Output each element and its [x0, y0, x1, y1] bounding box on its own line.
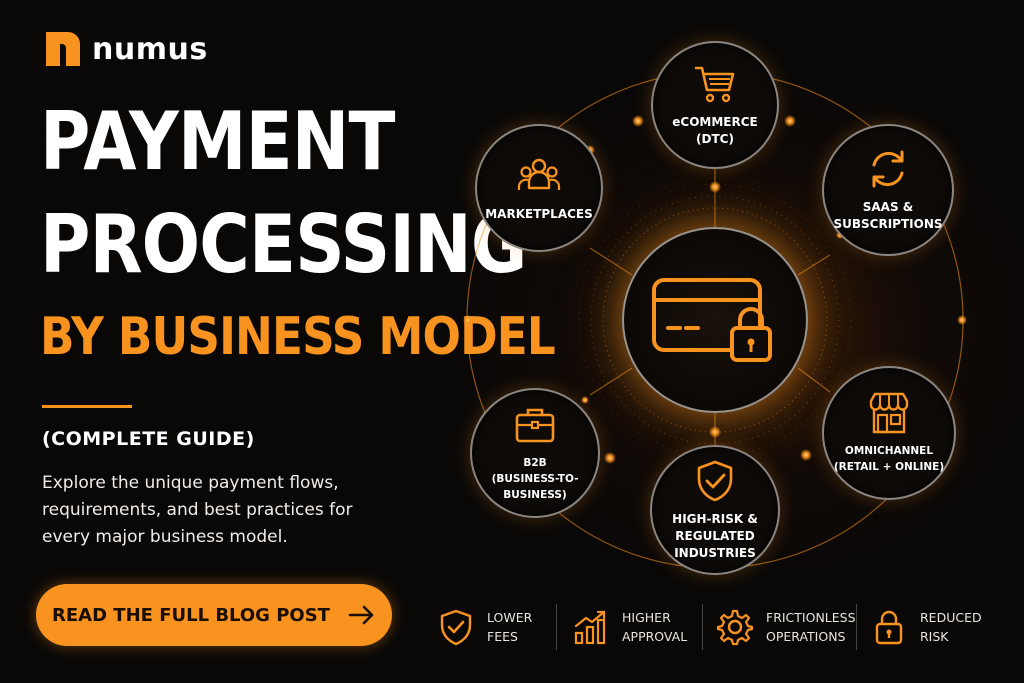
accent-divider: [42, 405, 132, 408]
shield-check-icon: [440, 609, 472, 646]
subtitle: (COMPLETE GUIDE): [42, 428, 255, 450]
model-label: SAAS & SUBSCRIPTIONS: [833, 200, 943, 231]
arrow-right-icon: [348, 605, 374, 625]
credit-card-lock-icon: [652, 278, 772, 362]
headline-line-3: BY BUSINESS MODEL: [40, 307, 556, 367]
read-blog-post-button[interactable]: READ THE FULL BLOG POST: [36, 584, 392, 646]
model-high-risk[interactable]: HIGH-RISK & REGULATED INDUSTRIES: [650, 445, 780, 575]
center-payment-node: [622, 227, 808, 413]
shopping-cart-icon: [694, 66, 735, 103]
model-b2b[interactable]: B2B (BUSINESS-TO- BUSINESS): [470, 388, 600, 518]
padlock-icon: [875, 610, 903, 645]
bar-chart-growth-icon: [574, 610, 606, 645]
brand-name: numus: [92, 31, 208, 67]
benefit-reduced-risk: REDUCED RISK: [870, 600, 982, 654]
model-label: MARKETPLACES: [485, 206, 593, 221]
shield-check-icon: [697, 460, 733, 501]
headline-line-2: PROCESSING: [40, 198, 527, 291]
benefit-divider: [702, 604, 703, 650]
description: Explore the unique payment flows, requir…: [42, 473, 353, 547]
benefit-divider: [556, 604, 557, 650]
model-ecommerce[interactable]: eCOMMERCE (DTC): [651, 41, 779, 169]
people-group-icon: [517, 158, 561, 190]
model-label: B2B (BUSINESS-TO- BUSINESS): [491, 457, 579, 501]
gear-icon: [716, 609, 754, 646]
benefit-label: FRICTIONLESS OPERATIONS: [766, 610, 856, 644]
model-saas[interactable]: SAAS & SUBSCRIPTIONS: [822, 124, 954, 256]
refresh-arrows-icon: [872, 150, 904, 188]
numus-logo-icon: [46, 32, 80, 66]
benefit-label: HIGHER APPROVAL: [622, 610, 688, 644]
model-label: eCOMMERCE (DTC): [672, 115, 758, 146]
model-label: HIGH-RISK & REGULATED INDUSTRIES: [672, 511, 758, 560]
briefcase-icon: [515, 408, 555, 443]
benefit-label: LOWER FEES: [487, 610, 533, 644]
cta-label: READ THE FULL BLOG POST: [52, 604, 330, 626]
storefront-icon: [869, 392, 909, 434]
model-omnichannel[interactable]: OMNICHANNEL (RETAIL + ONLINE): [822, 366, 956, 500]
benefit-label: REDUCED RISK: [920, 610, 982, 644]
brand-logo[interactable]: numus: [44, 30, 208, 68]
model-label: OMNICHANNEL (RETAIL + ONLINE): [833, 445, 945, 473]
headline-line-1: PAYMENT: [40, 95, 395, 188]
benefit-lower-fees: LOWER FEES: [437, 600, 532, 654]
benefit-higher-approval: HIGHER APPROVAL: [572, 600, 687, 654]
benefit-divider: [856, 604, 857, 650]
benefit-frictionless: FRICTIONLESS OPERATIONS: [716, 600, 856, 654]
model-marketplaces[interactable]: MARKETPLACES: [475, 124, 603, 252]
